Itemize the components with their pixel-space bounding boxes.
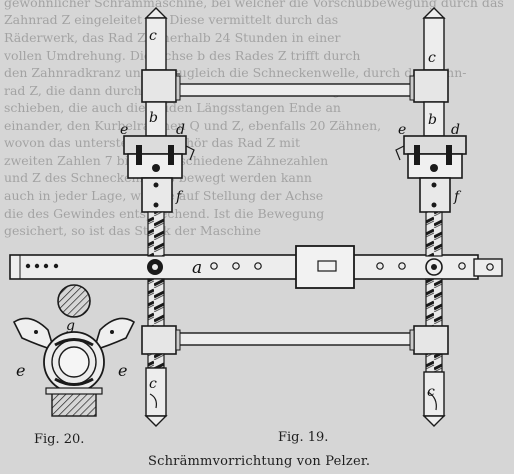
text-line: einander, den Kurbelrahmen Q und Z, eben…: [4, 118, 382, 133]
base-bar: [9, 245, 503, 289]
upper-rod: [175, 83, 417, 97]
label-c-top-right: c: [428, 50, 436, 66]
text-line: gesichert, so ist das Stück der Maschine: [4, 223, 262, 238]
label-e-right: e: [398, 122, 406, 138]
text-line: gewöhnlicher Schrämmaschine, bei welcher…: [4, 0, 504, 10]
text-line: den Zahnradkranz und ist zugleich die Sc…: [4, 65, 467, 80]
right-drill-column: [395, 7, 467, 427]
label-a: a: [192, 258, 202, 278]
text-line: Räderwerk, das Rad Z innerhalb 24 Stunde…: [4, 30, 341, 45]
text-line: vollen Umdrehung. Die Achse b des Rades …: [4, 48, 361, 63]
label-c-bottom-right: c: [427, 384, 435, 400]
label-d-right: d: [451, 122, 460, 138]
lower-rod: [175, 332, 417, 346]
label-f-right: f: [453, 189, 462, 205]
label-c-bottom-left: c: [149, 376, 157, 392]
label-b-right: b: [428, 112, 437, 128]
label-e-fig20-left: e: [16, 361, 25, 380]
figure-title: Schrämmvorrichtung von Pelzer.: [148, 454, 371, 469]
label-g-fig20: g: [66, 318, 75, 334]
label-e-left: e: [120, 122, 128, 138]
label-e-fig20-right: e: [118, 361, 127, 380]
left-drill-column: [123, 7, 195, 427]
label-f-left: f: [175, 189, 184, 205]
label-c-top-left: c: [149, 28, 157, 44]
text-line: schieben, die auch die beiden Längsstang…: [4, 100, 341, 115]
fig20-caption: Fig. 20.: [34, 432, 85, 447]
text-line: Zahnrad Z eingeleitet ist. Diese vermitt…: [4, 12, 339, 27]
fig19-caption: Fig. 19.: [278, 430, 329, 445]
label-b-left: b: [149, 110, 158, 126]
label-d-left: d: [176, 122, 185, 138]
fig20-drawing: [12, 284, 136, 417]
